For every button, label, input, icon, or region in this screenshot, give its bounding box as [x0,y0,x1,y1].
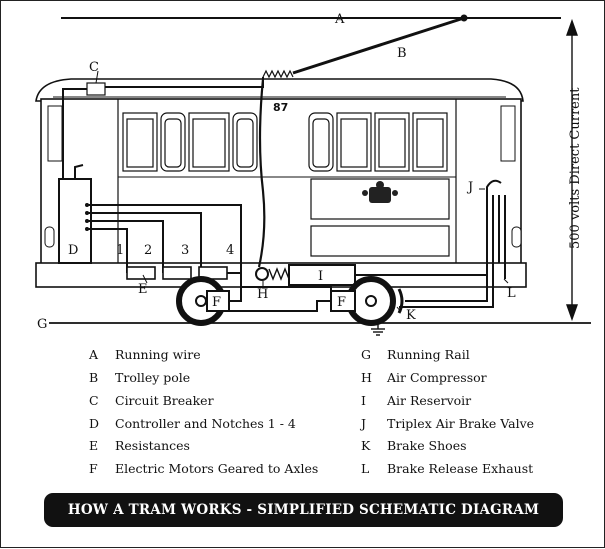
brake-pipes [399,195,506,308]
label-j: J [466,180,473,195]
legend-text: Electric Motors Geared to Axles [115,461,319,476]
notch-label-2: 2 [144,243,152,258]
label-c: C [89,60,99,75]
legend-row: A Running wire [89,347,201,362]
label-a: A [334,12,345,27]
motor-link-wire [229,286,332,312]
notch-label-3: 3 [181,243,189,258]
legend-key: J [361,416,367,431]
crest-emblem [362,181,398,203]
right-windows [308,112,448,172]
controller-handle [74,164,84,179]
legend-key: H [361,370,372,385]
label-k: K [406,308,416,323]
legend-row: G Running Rail [361,347,470,362]
label-l: L [507,286,516,301]
legend-text: Running wire [115,347,201,362]
notch-label-4: 4 [226,243,234,258]
brake-valve [486,179,502,191]
legend-text: Running Rail [387,347,470,362]
label-i: I [318,269,323,284]
right-axle [365,295,377,307]
legend: A Running wire B Trolley pole C Circuit Bre… [1,1,605,481]
legend-key: D [89,416,100,431]
legend-key: G [361,347,371,362]
trolley-spring [262,69,294,79]
label-f-left: F [212,295,221,310]
legend-row: I Air Reservoir [361,393,471,408]
voltage-label: 500 volts Direct Current [568,87,583,249]
point-labels: A B C D E F F G H I J K L 1 2 3 4 [37,12,516,332]
legend-key: F [89,461,98,476]
legend-row: D Controller and Notches 1 - 4 [89,416,296,431]
legend-text: Air Reservoir [387,393,472,408]
left-windows [122,112,258,172]
legend-key: A [89,347,99,362]
car-number: 87 [273,101,288,114]
trolley-pole [292,16,465,75]
legend-text: Controller and Notches 1 - 4 [115,416,296,431]
trolley-wheel [460,14,468,22]
legend-row: H Air Compressor [361,370,487,385]
legend-text: Air Compressor [387,370,487,385]
pole-down-wire [257,78,266,268]
air-compressor [255,267,269,281]
legend-row: C Circuit Breaker [89,393,214,408]
notch-wires [87,204,242,273]
legend-row: L Brake Release Exhaust [361,461,533,476]
legend-text: Circuit Breaker [115,393,214,408]
label-e: E [138,282,148,297]
left-bumper [44,226,55,248]
legend-text: Resistances [115,438,190,453]
legend-key: K [361,438,371,453]
voltage-arrow [566,18,578,322]
legend-row: F Electric Motors Geared to Axles [89,461,318,476]
earth-icon [371,323,385,336]
compressor-coil [268,267,290,281]
legend-row: B Trolley pole [89,370,190,385]
legend-key: E [89,438,99,453]
diagram-title: HOW A TRAM WORKS - SIMPLIFIED SCHEMATIC … [67,502,540,518]
legend-key: L [361,461,370,476]
legend-key: B [89,370,99,385]
label-h: H [257,287,268,302]
lower-panel [310,225,450,257]
title-banner: HOW A TRAM WORKS - SIMPLIFIED SCHEMATIC … [44,493,563,527]
legend-key: I [361,393,366,408]
notch-label-1: 1 [116,243,124,258]
legend-row: J Triplex Air Brake Valve [361,416,534,431]
legend-key: C [89,393,99,408]
left-motor [206,290,230,312]
legend-text: Triplex Air Brake Valve [387,416,535,431]
right-bumper [511,226,522,248]
label-f-right: F [337,295,346,310]
car-roof [35,78,524,102]
label-g: G [37,317,47,332]
legend-row: E Resistances [89,438,190,453]
label-b: B [397,46,407,61]
label-d: D [68,243,78,258]
legend-text: Brake Shoes [387,438,467,453]
legend-text: Brake Release Exhaust [387,461,534,476]
leader-lines [95,70,509,313]
right-platform-window [500,105,516,162]
legend-text: Trolley pole [115,370,191,385]
legend-row: K Brake Shoes [361,438,467,453]
